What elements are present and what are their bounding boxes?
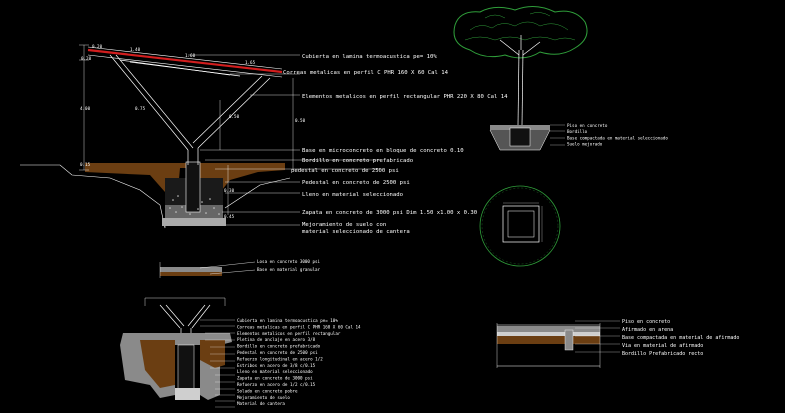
roof-top [87,46,283,70]
detail-labels: Cubierta en lamina termoacustica pe= 10%… [237,318,361,406]
dim-text: 0.20 [81,56,92,61]
annotation-label: Correas metalicas en perfil C PHR 160 X … [237,324,361,329]
ground-line-right [224,177,291,209]
dim-text: 0.75 [135,106,146,111]
dim-text: 1.60 [185,53,196,58]
dim-text: 0.45 [224,214,235,219]
annotation-label: Piso en concreto [622,319,670,325]
gravel-dots [169,195,220,215]
annotation-label: Suelo mejorado [567,142,603,147]
roof-under [87,54,283,78]
label-mejoramiento-2: material seleccionado de cantera [302,229,410,235]
label-zapata: Zapata en concreto de 3000 psi Dim 1.50 … [302,210,477,216]
annotation-label: Pedestal en concreto de 2500 psi [237,350,318,355]
annotation-label: Estribos en acero de 3/8 c/0.15 [237,363,316,368]
label-pedestal-b: Pedestal en concreto de 2500 psi [302,180,410,186]
detail-section: Cubierta en lamina termoacustica pe= 10%… [120,297,361,408]
small-section-l2: Base en material granular [257,267,321,272]
label-bordillo: Bordillo en concreto prefabricado [302,158,413,164]
roof-beam [87,48,283,74]
annotation-label: Bordillo en concreto prefabricado [237,344,321,349]
annotation-label: Cubierta en lamina termoacustica pe= 10% [237,318,338,323]
dim-text: 0.50 [229,114,240,119]
annotation-label: Base compactada en material seleccionado [567,135,668,140]
label-mejoramiento-1: Mejoramiento de suelo con [302,222,386,228]
annotation-label: Lleno en material seleccionado [237,369,313,374]
small-section-l1: Losa en concreto 3000 psi [257,259,321,264]
dim-lines [79,44,294,215]
soil-slab [85,163,285,193]
annotation-label: Refuerzo en acero de 1/2 c/0.15 [237,382,316,387]
dim-text: 4.00 [80,106,91,111]
small-slab-section: Losa en concreto 3000 psi Base en materi… [159,259,321,278]
y-column [109,54,271,165]
annotation-label: Refuerzo longitudinal en acero 1/2 [237,356,323,361]
tree-canopy [453,6,588,59]
leader-lines [188,54,380,226]
annotation-label: Elementos metalicos en perfil rectangula… [237,331,341,336]
label-elementos: Elementos metalicos en perfil rectangula… [302,94,508,100]
tree-plan-view [479,185,561,267]
dim-text: 1.40 [130,47,141,52]
dim-text: 0.15 [80,162,91,167]
dim-text: 1.65 [245,60,256,65]
annotation-label: Piso en concreto [567,123,608,128]
annotation-label: Material de cantera [237,401,285,406]
annotation-label: Bordillo Prefabricado recto [622,351,703,357]
label-correas: Correas metalicas en perfil C PHR 160 X … [283,70,449,76]
annotation-label: Bordillo [567,129,588,134]
label-cubierta: Cubierta en lamina termoacustica pe= 10% [302,54,437,60]
dim-text: 0.30 [224,188,235,193]
label-lleno: Lleno en material seleccionado [302,192,403,198]
annotation-label: Solado en concreto pobre [237,388,298,393]
label-base-micro: Base en microconcreto en bloque de concr… [302,148,464,154]
annotation-label: Via en material de afirmado [622,343,703,349]
annotation-label: Zapata en concreto de 3000 psi [237,376,313,381]
annotation-label: Pletina de anclaje en acero 3/8 [237,337,316,342]
annotation-label: Afirmado en arena [622,327,673,333]
annotation-label: Base compactada en material de afirmado [622,335,739,341]
pedestal [185,161,201,213]
annotation-label: Mejoramiento de suelo [237,395,290,400]
dim-text: 0.20 [92,44,103,49]
label-pedestal-a: pedestal en concreto de 2500 psi [291,168,399,174]
dim-text: 0.50 [295,118,306,123]
footing-base [162,218,226,226]
main-section: 0.20 1.40 1.60 1.65 0.20 4.00 0.75 0.50 … [20,44,508,235]
